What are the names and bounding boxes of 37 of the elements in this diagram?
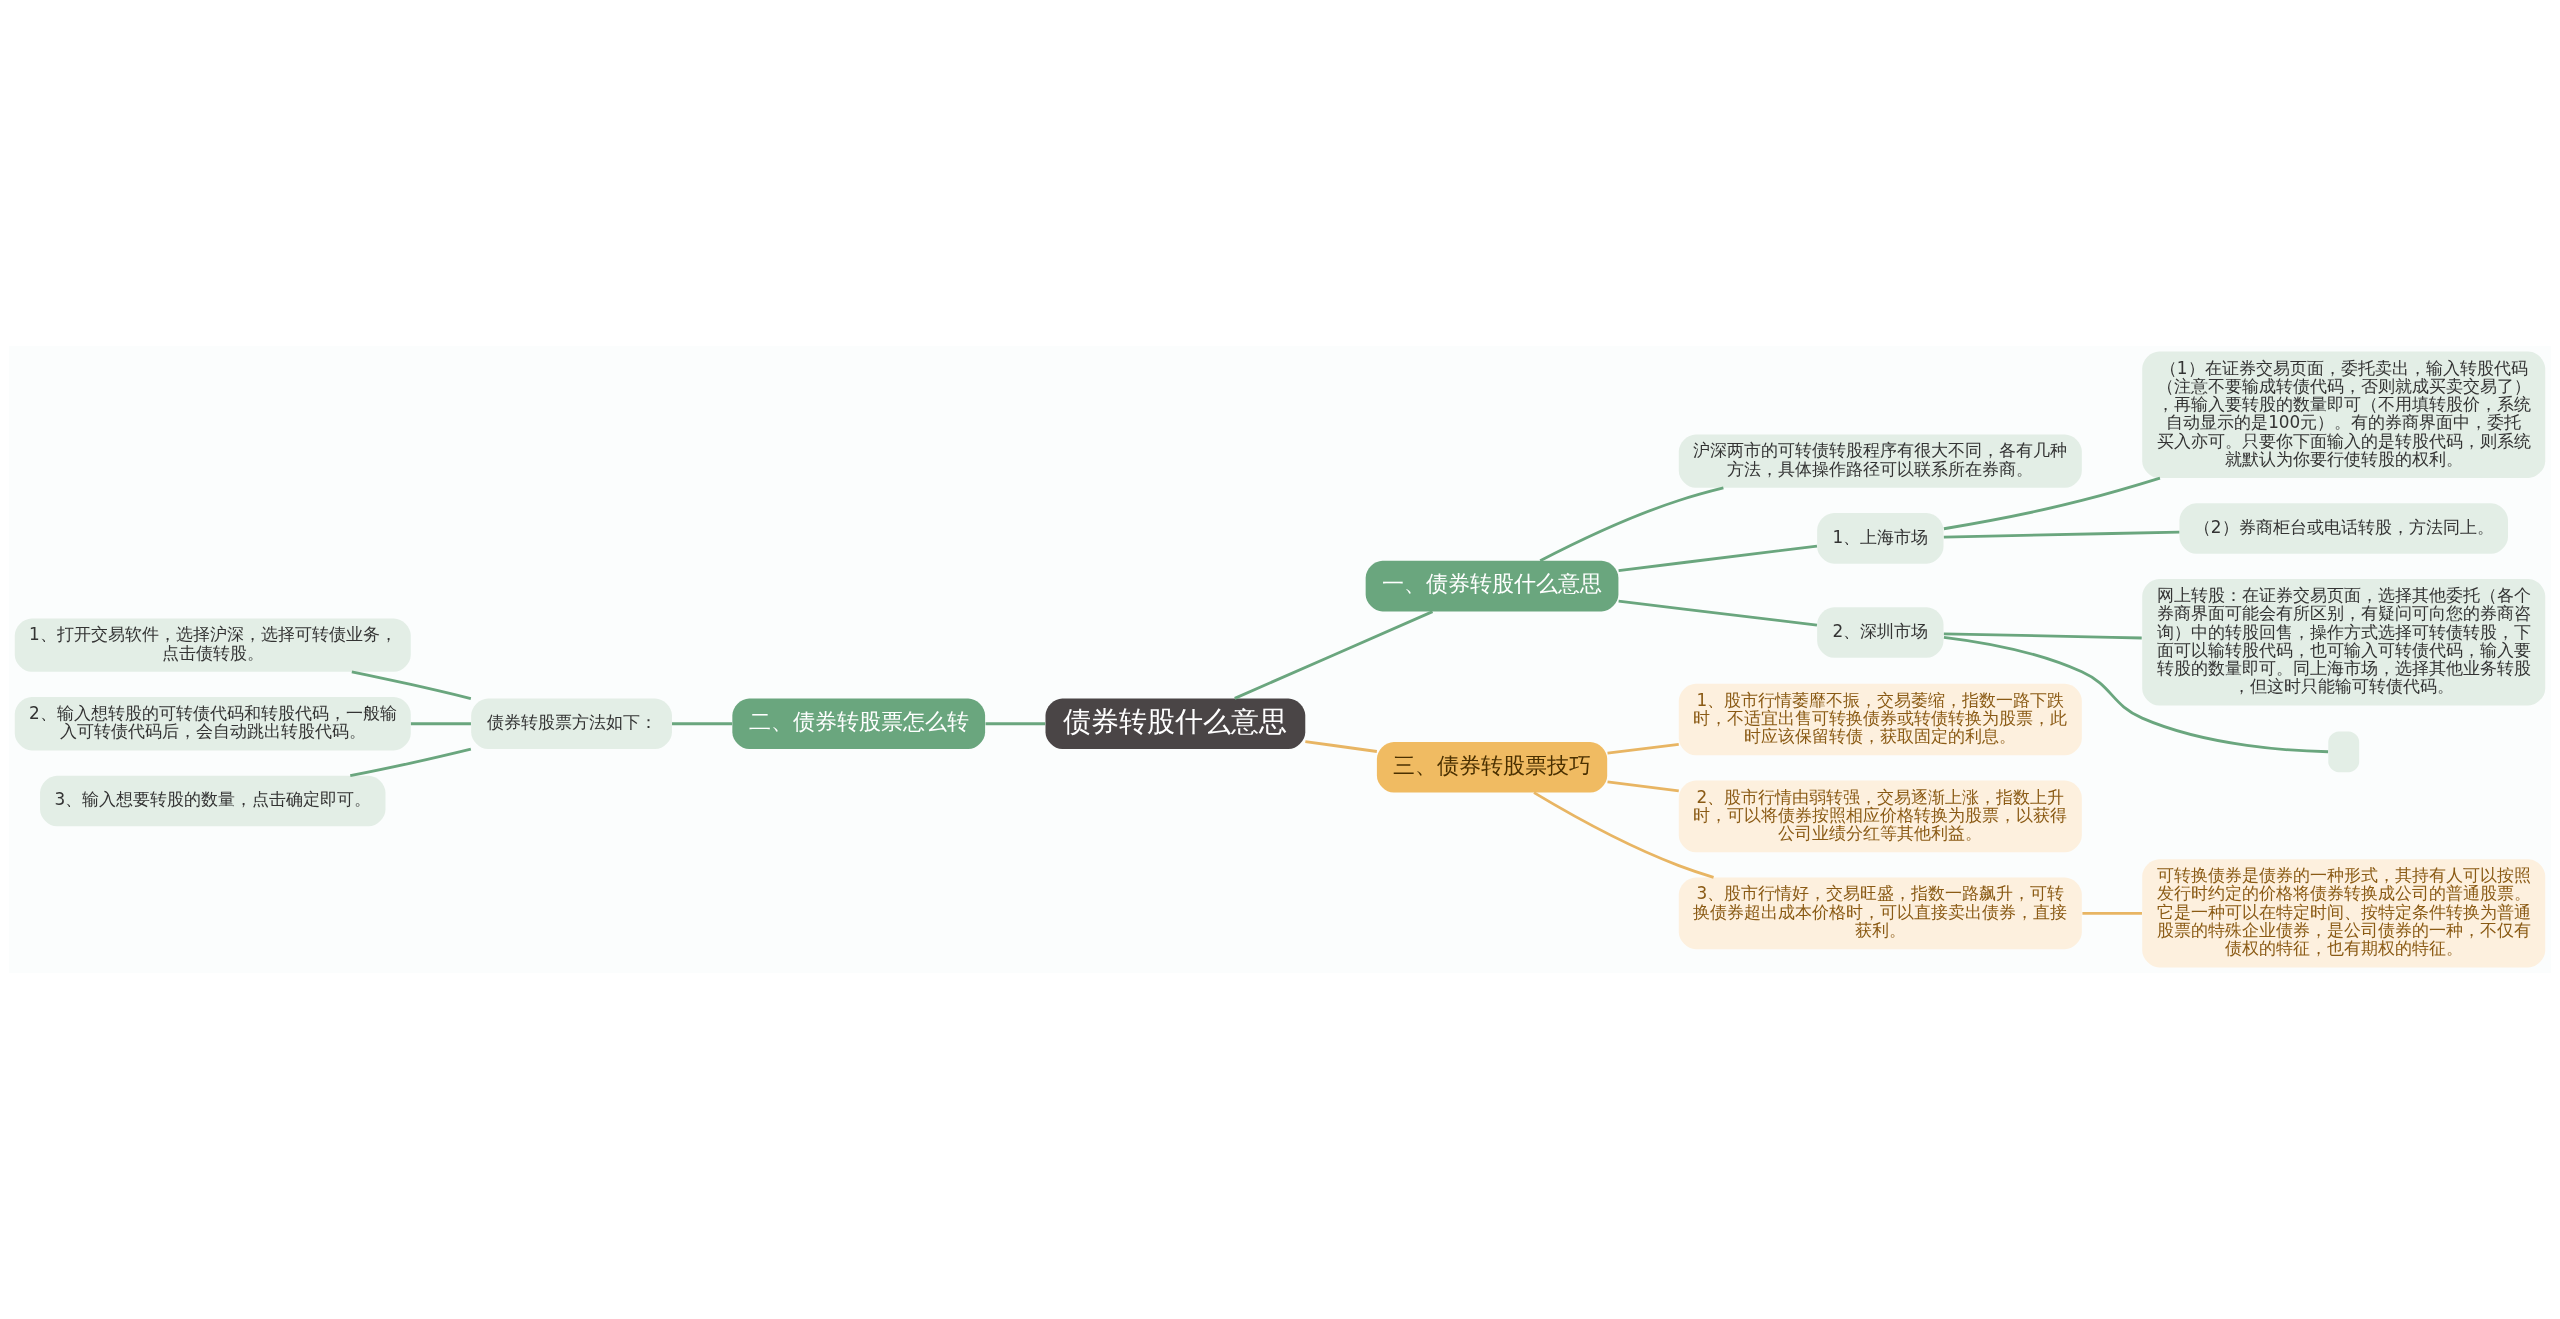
node-box: 2、输入想转股的可转债代码和转股代码，一般输入可转债代码后，会自动跳出转股代码。 — [14, 697, 411, 751]
node-box: 2、股市行情由弱转强，交易逐渐上涨，指数上升时，可以将债券按照相应价格转换为股票，以获得公司业绩分红等其他利益。 — [1678, 780, 2082, 853]
node-box: 3、输入想要转股的数量，点击确定即可。 — [40, 775, 386, 827]
node-box — [2328, 731, 2360, 773]
connector — [1607, 780, 1679, 793]
node-box: 1、上海市场 — [1817, 513, 1944, 564]
connector — [1533, 791, 1714, 879]
node-box: （1）在证券交易页面，委托卖出，输入转股代码（注意不要输成转债代码，否则就成买卖交易了），再输入要转股的数量即可（不用填转股价，系统自动显示的是100元）。有的券商界面中，委托买入亦可。只要你下面输入的是转股代码，则系统就默认为你要行使转股的权利。 — [2142, 351, 2546, 478]
connector — [1234, 610, 1434, 700]
connector — [350, 747, 472, 778]
connector — [1943, 476, 2161, 531]
connector — [2082, 911, 2142, 915]
node-box: 沪深两市的可转债转股程序有很大不同，各有几种方法，具体操作路径可以联系所在券商。 — [1678, 434, 2082, 488]
node-box: 债券转股什么意思 — [1045, 698, 1306, 749]
node-box: （2）券商柜台或电话转股，方法同上。 — [2179, 503, 2508, 554]
connector — [351, 670, 472, 700]
node-box: 1、股市行情萎靡不振，交易萎缩，指数一路下跌时，不适宜出售可转换债券或转债转换为股票，此时应该保留转债，获取固定的利息。 — [1678, 683, 2082, 756]
connector — [1618, 544, 1818, 572]
node-box: 三、债券转股票技巧 — [1376, 742, 1608, 793]
connector — [1943, 632, 2142, 640]
node-box: 一、债券转股什么意思 — [1365, 560, 1619, 612]
connector — [1943, 635, 2329, 754]
node-box: 1、打开交易软件，选择沪深，选择可转债业务，点击债转股。 — [14, 618, 411, 672]
node-box: 2、深圳市场 — [1817, 607, 1944, 658]
node-box: 二、债券转股票怎么转 — [732, 698, 986, 749]
node-box: 可转换债券是债券的一种形式，其持有人可以按照发行时约定的价格将债券转换成公司的普通股票。它是一种可以在特定时间、按特定条件转换为普通股票的特殊企业债券，是公司债券的一种，不仅有债权的特征，也有期权的特征。 — [2142, 859, 2546, 968]
connector — [1943, 530, 2180, 539]
connector — [410, 722, 471, 726]
node-box: 网上转股：在证券交易页面，选择其他委托（各个券商界面可能会有所区别，有疑问可向您的券商咨询）中的转股回售，操作方式选择可转债转股，下面可以输转股代码，也可输入可转债代码，输入要转股的数量即可。同上海市场，选择其他业务转股，但这时只能输可转债代码。 — [2142, 579, 2546, 706]
connector — [1305, 740, 1378, 753]
node-box: 债券转股票方法如下： — [471, 698, 672, 749]
connector — [672, 722, 733, 726]
node-box: 3、股市行情好，交易旺盛，指数一路飙升，可转换债券超出成本价格时，可以直接卖出债券，直接获利。 — [1678, 877, 2082, 950]
connector — [1607, 742, 1679, 755]
connector — [1618, 599, 1818, 627]
connector — [985, 722, 1046, 726]
connector — [1539, 486, 1724, 562]
